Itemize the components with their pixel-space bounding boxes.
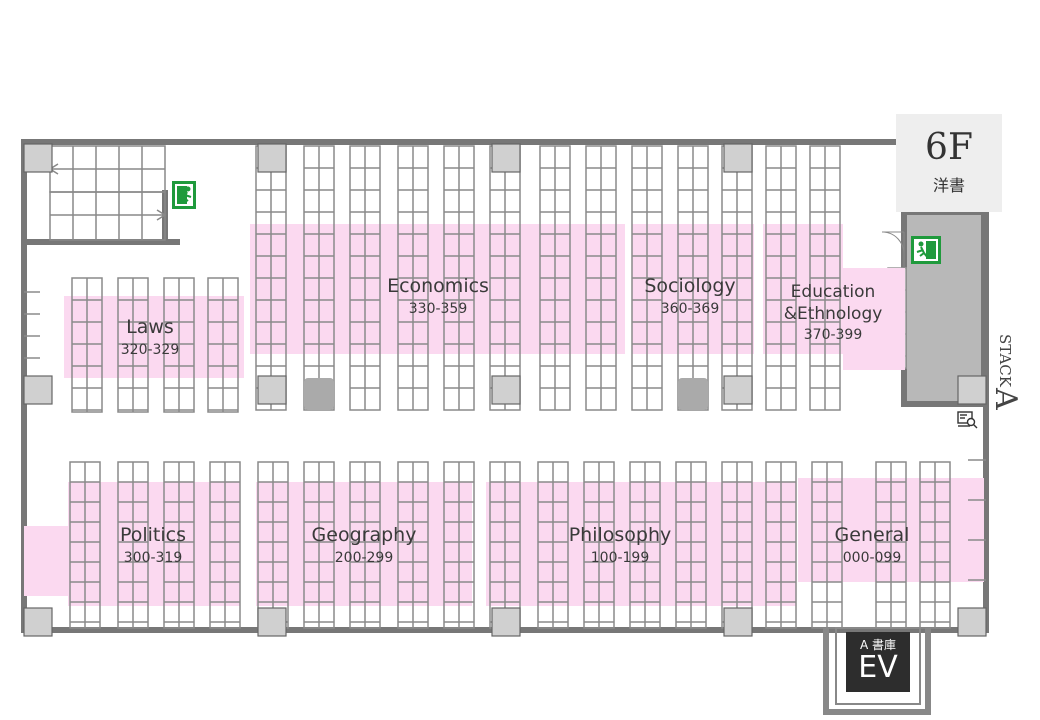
stack-label-text: STACK [996, 334, 1014, 388]
bookshelf [765, 145, 797, 411]
bookshelf [675, 461, 707, 629]
zone-general-range: 000-099 [843, 550, 902, 566]
pillar [257, 607, 287, 637]
pillar [491, 143, 521, 173]
pillar [491, 375, 521, 405]
bookshelf [677, 145, 709, 411]
bookshelf [349, 145, 381, 411]
pillar [23, 375, 53, 405]
bookshelf [117, 277, 149, 413]
bookshelf [443, 145, 475, 411]
floor-number: 6F [925, 127, 973, 168]
zone-geography-name: Geography [312, 524, 417, 546]
bookshelf [163, 277, 195, 413]
bookshelf [811, 461, 843, 629]
bookshelf [489, 145, 521, 411]
stack-letter: A [990, 387, 1023, 410]
bookshelf [71, 277, 103, 413]
pillar [23, 143, 53, 173]
elevator-label: EV [858, 650, 898, 685]
bookshelf [629, 461, 661, 629]
zone-education-name: Education [791, 282, 876, 302]
zone-economics-name: Economics [387, 275, 489, 297]
zone-education-name2: &Ethnology [784, 304, 883, 324]
bookshelf [875, 461, 907, 629]
zone-politics-range: 300-319 [124, 550, 183, 566]
emergency-exit-icon [172, 181, 196, 209]
zone-sociology-name: Sociology [644, 275, 735, 297]
zone-economics-area [250, 224, 625, 354]
category-zones [24, 224, 984, 606]
zone-sociology-range: 360-369 [661, 301, 720, 317]
pillar [257, 375, 287, 405]
zone-education-area [843, 268, 905, 370]
zone-geography-range: 200-299 [335, 550, 394, 566]
pillar [491, 607, 521, 637]
zone-laws-range: 320-329 [121, 342, 180, 358]
bookshelf [539, 145, 571, 411]
bookshelf [585, 145, 617, 411]
zone-education-range: 370-399 [804, 327, 863, 343]
floor-label: 6F 洋書 [896, 114, 1002, 212]
bookshelf [303, 461, 335, 629]
bookshelf [537, 461, 569, 629]
bookshelf [349, 461, 381, 629]
pillar [723, 143, 753, 173]
bookshelf [397, 461, 429, 629]
bookshelf [443, 461, 475, 629]
floor-subtitle: 洋書 [932, 176, 965, 195]
zone-general-name: General [835, 524, 910, 546]
bookshelf [209, 461, 241, 629]
bookshelf [919, 461, 951, 629]
bookshelf [631, 145, 663, 411]
zone-philosophy-range: 100-199 [591, 550, 650, 566]
bookshelf [255, 145, 287, 411]
bookshelf [117, 461, 149, 629]
zone-education-area [763, 224, 843, 354]
staircase [48, 145, 167, 241]
zone-politics-name: Politics [120, 524, 186, 546]
pillar [23, 607, 53, 637]
pillars [23, 143, 987, 637]
zone-politics-area [24, 526, 68, 596]
elevator: A 書庫 EV [846, 632, 910, 692]
zone-labels: Laws 320-329 Economics 330-359 Sociology… [120, 275, 909, 566]
bookshelf [397, 145, 429, 411]
pillar [957, 607, 987, 637]
stack-a-label: STACK A [990, 334, 1023, 410]
bookshelf [163, 461, 195, 629]
bookshelf [583, 461, 615, 629]
column-block [304, 378, 334, 410]
column-block [678, 378, 708, 410]
bookshelf [69, 461, 101, 629]
bookshelf [809, 145, 841, 411]
elevator-caption: A 書庫 [859, 638, 897, 652]
zone-economics-range: 330-359 [409, 301, 468, 317]
pillar [723, 375, 753, 405]
zone-philosophy-name: Philosophy [569, 524, 672, 546]
search-terminal-icon [957, 411, 978, 429]
pillar [957, 375, 987, 405]
zone-laws-name: Laws [126, 316, 174, 338]
bookshelf [303, 145, 335, 411]
pillar [257, 143, 287, 173]
zone-laws-area [64, 296, 244, 378]
emergency-exit-icon [911, 236, 941, 264]
pillar [723, 607, 753, 637]
bookshelf [765, 461, 797, 629]
bookshelf [207, 277, 239, 413]
